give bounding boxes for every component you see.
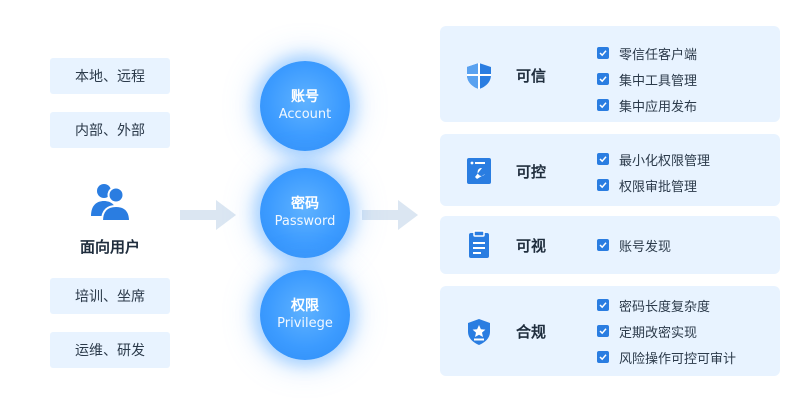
arrow-right-icon xyxy=(180,200,236,230)
stage-privilege-en: Privilege xyxy=(277,316,333,331)
user-tag-local-remote: 本地、远程 xyxy=(50,58,170,94)
list-item-label: 集中应用发布 xyxy=(619,99,698,115)
stage-password-cn: 密码 xyxy=(291,196,319,212)
stage-privilege-cn: 权限 xyxy=(291,298,319,314)
panel-compliance: 合规 密码长度复杂度 定期改密实现 风险操作可控可审计 xyxy=(440,286,780,376)
checkbox-checked-icon xyxy=(597,47,609,59)
panel-title-visible: 可视 xyxy=(516,237,547,255)
panel-items-compliance: 密码长度复杂度 定期改密实现 风险操作可控可审计 xyxy=(597,292,736,370)
list-item: 权限审批管理 xyxy=(597,172,710,198)
list-item: 风险操作可控可审计 xyxy=(597,344,736,370)
checkbox-checked-icon xyxy=(597,73,609,85)
list-item: 集中应用发布 xyxy=(597,92,697,118)
panel-controllable: 可控 最小化权限管理 权限审批管理 xyxy=(440,134,780,206)
user-tag-ops-dev: 运维、研发 xyxy=(50,332,170,368)
checkbox-checked-icon xyxy=(597,179,609,191)
panel-title-controllable: 可控 xyxy=(516,163,547,181)
list-item: 零信任客户端 xyxy=(597,40,697,66)
panel-items-controllable: 最小化权限管理 权限审批管理 xyxy=(597,146,710,198)
list-item-label: 风险操作可控可审计 xyxy=(619,351,737,367)
target-users: 面向用户 xyxy=(70,178,150,257)
checkbox-checked-icon xyxy=(597,99,609,111)
list-item-label: 零信任客户端 xyxy=(619,47,698,63)
stage-account-cn: 账号 xyxy=(291,89,319,105)
list-item-label: 密码长度复杂度 xyxy=(619,299,711,315)
stage-account-en: Account xyxy=(278,107,332,122)
arrow-right-icon xyxy=(362,200,418,230)
star-shield-icon xyxy=(468,319,490,345)
checkbox-checked-icon xyxy=(597,239,609,251)
list-item-label: 定期改密实现 xyxy=(619,325,698,341)
stage-password: 密码 Password xyxy=(260,168,350,258)
list-item-label: 权限审批管理 xyxy=(619,179,698,195)
panel-items-visible: 账号发现 xyxy=(597,232,671,258)
list-item: 最小化权限管理 xyxy=(597,146,710,172)
panel-trusted: 可信 零信任客户端 集中工具管理 集中应用发布 xyxy=(440,26,780,122)
panel-title-compliance: 合规 xyxy=(516,323,547,341)
list-item: 密码长度复杂度 xyxy=(597,292,736,318)
checkbox-checked-icon xyxy=(597,325,609,337)
list-item: 集中工具管理 xyxy=(597,66,697,92)
checkbox-checked-icon xyxy=(597,351,609,363)
shield-icon xyxy=(467,63,491,89)
clipboard-icon xyxy=(469,230,489,258)
panel-visible: 可视 账号发现 xyxy=(440,216,780,274)
list-item-label: 最小化权限管理 xyxy=(619,153,711,169)
checkbox-checked-icon xyxy=(597,299,609,311)
list-item: 账号发现 xyxy=(597,232,671,258)
user-tag-internal-external: 内部、外部 xyxy=(50,112,170,148)
checkbox-checked-icon xyxy=(597,153,609,165)
users-icon xyxy=(91,184,132,222)
wrench-icon xyxy=(467,158,491,184)
list-item-label: 账号发现 xyxy=(619,239,672,255)
panel-items-trusted: 零信任客户端 集中工具管理 集中应用发布 xyxy=(597,40,697,118)
users-label: 面向用户 xyxy=(79,238,140,256)
stage-account: 账号 Account xyxy=(260,61,350,151)
user-tag-training-seat: 培训、坐席 xyxy=(50,278,170,314)
stage-password-en: Password xyxy=(274,214,336,229)
list-item-label: 集中工具管理 xyxy=(619,73,698,89)
panel-title-trusted: 可信 xyxy=(516,67,547,85)
list-item: 定期改密实现 xyxy=(597,318,736,344)
stage-privilege: 权限 Privilege xyxy=(260,270,350,360)
